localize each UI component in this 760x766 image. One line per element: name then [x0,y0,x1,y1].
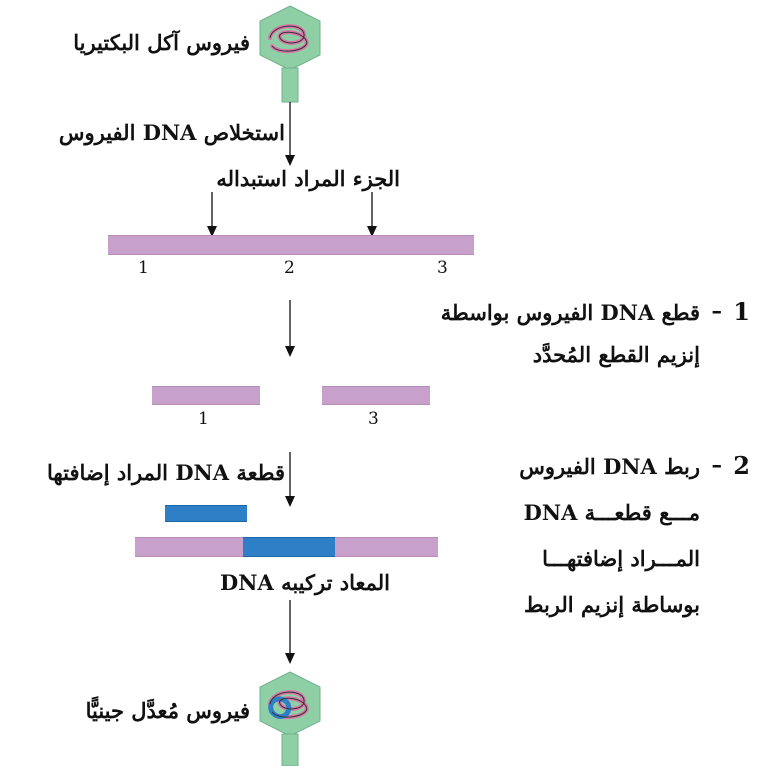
viral-dna-fragment-3 [322,386,430,405]
step-2: 2 – ربط DNA الفيروس مـــع قطعـــة DNA ال… [470,452,750,632]
dna-fragment-to-add-label: قطعة DNA المراد إضافتها [47,460,285,485]
step-2-number: 2 [733,451,750,480]
extract-dna-label: استخلاص DNA الفيروس [58,120,285,145]
viral-dna-bar [108,235,474,255]
step-2-dash: – [711,452,723,477]
recombinant-left-segment [135,537,243,557]
step-2-line: ربط DNA الفيروس [519,454,700,479]
step-1: 1 – قطع DNA الفيروس بواسطة إنزيم القطع ا… [410,300,750,380]
segment-to-replace-label: الجزء المراد استبداله [216,166,400,191]
segment-number: 2 [284,258,295,278]
step-2-line: المـــراد إضافتهـــا [542,546,700,571]
segment-number: 1 [198,409,209,429]
step-2-line: بوساطة إنزيم الربط [524,592,700,617]
bacteriophage-label: فيروس آكل البكتيريا [73,30,250,55]
viral-dna-fragment-1 [152,386,260,405]
step-2-line: مـــع قطعـــة DNA [523,500,700,525]
recombinant-dna-bar [135,537,438,557]
inserted-dna-fragment [165,505,247,522]
step-1-number: 1 [733,297,750,326]
segment-number: 1 [138,258,149,278]
modified-virus-icon [259,671,321,766]
recombinant-right-segment [335,537,438,557]
bacteriophage-virus-icon [259,5,321,103]
step-1-line: قطع DNA الفيروس بواسطة [440,300,700,325]
step-1-line: إنزيم القطع المُحدَّد [532,342,700,367]
segment-number: 3 [368,409,379,429]
recombinant-dna-label: DNA المعاد تركيبه [220,570,390,595]
recombinant-inserted-segment [243,537,335,557]
segment-number: 3 [437,258,448,278]
modified-virus-label: فيروس مُعدَّل جينيًّا [85,698,250,723]
step-1-dash: – [711,298,723,323]
